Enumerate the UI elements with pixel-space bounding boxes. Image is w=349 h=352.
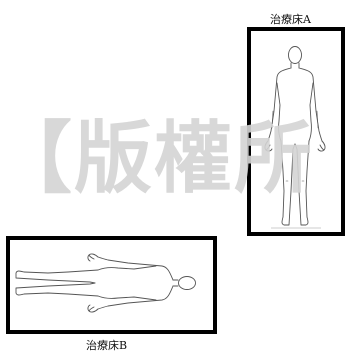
bed-b-label: 治療床B (86, 339, 128, 352)
bed-a-label: 治療床A (270, 13, 311, 26)
standing-human-figure (264, 46, 326, 229)
lying-human-figure (15, 253, 196, 313)
treatment-bed-a (247, 27, 345, 236)
treatment-bed-b (6, 236, 217, 334)
